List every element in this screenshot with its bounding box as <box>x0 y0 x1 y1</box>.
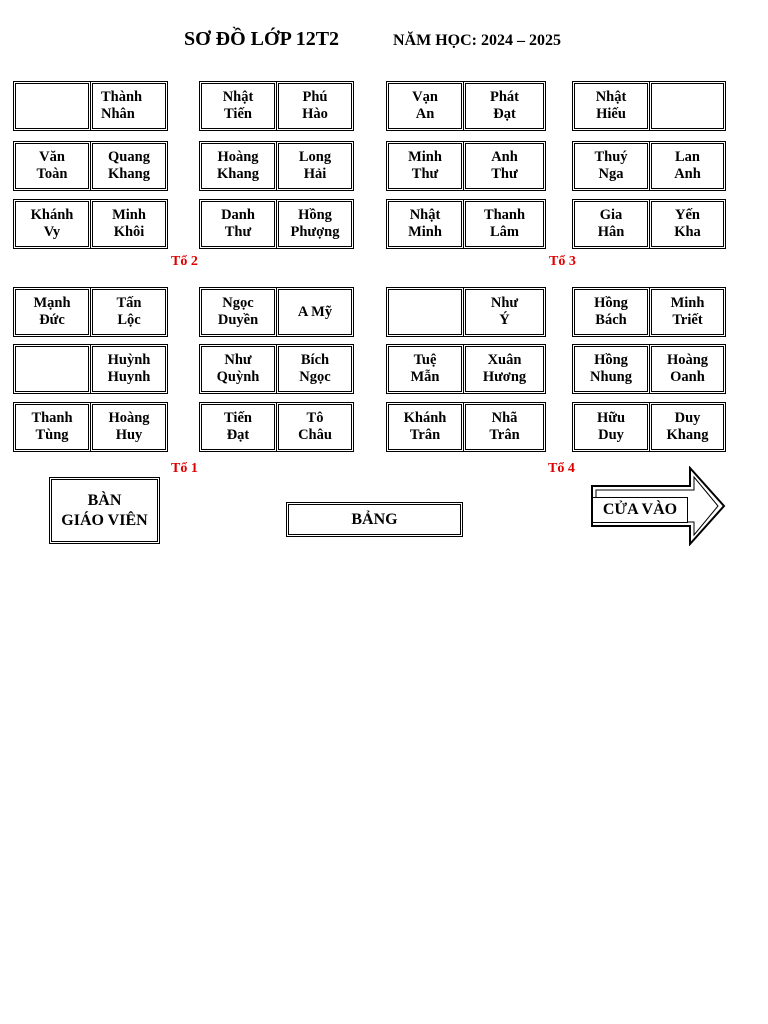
seat-6: Phát Đạt <box>463 81 546 131</box>
group-label-to-2: Tổ 2 <box>171 254 198 269</box>
seat-33 <box>13 344 91 394</box>
group-label-to-3: Tổ 3 <box>549 254 576 269</box>
seat-28: A Mỹ <box>276 287 354 337</box>
seat-44: Tô Châu <box>276 402 354 452</box>
group-label-to-4: Tổ 4 <box>548 461 575 476</box>
seat-24: Yến Kha <box>649 199 726 249</box>
school-year: NĂM HỌC: 2024 – 2025 <box>393 32 561 49</box>
seat-22: Thanh Lâm <box>463 199 546 249</box>
board: BẢNG <box>286 502 463 537</box>
seat-23: Gia Hân <box>572 199 650 249</box>
seat-17: Khánh Vy <box>13 199 91 249</box>
seat-14: Anh Thư <box>463 141 546 191</box>
seat-10: Quang Khang <box>90 141 168 191</box>
seat-2: Thành Nhân <box>90 81 168 131</box>
seat-39: Hồng Nhung <box>572 344 650 394</box>
seat-36: Bích Ngọc <box>276 344 354 394</box>
seat-32: Minh Triết <box>649 287 726 337</box>
seat-43: Tiến Đạt <box>199 402 277 452</box>
seat-1 <box>13 81 91 131</box>
seat-41: Thanh Tùng <box>13 402 91 452</box>
seat-26: Tấn Lộc <box>90 287 168 337</box>
seat-37: Tuệ Mẫn <box>386 344 464 394</box>
seat-29 <box>386 287 464 337</box>
seat-35: Như Quỳnh <box>199 344 277 394</box>
group-label-to-1: Tổ 1 <box>171 461 198 476</box>
seat-11: Hoàng Khang <box>199 141 277 191</box>
seat-3: Nhật Tiến <box>199 81 277 131</box>
seat-42: Hoàng Huy <box>90 402 168 452</box>
seat-30: Như Ý <box>463 287 546 337</box>
entrance-label: CỬA VÀO <box>592 497 688 523</box>
seat-9: Văn Toàn <box>13 141 91 191</box>
seat-12: Long Hải <box>276 141 354 191</box>
seat-46: Nhã Trân <box>463 402 546 452</box>
seat-16: Lan Anh <box>649 141 726 191</box>
seat-31: Hồng Bách <box>572 287 650 337</box>
seat-7: Nhật Hiếu <box>572 81 650 131</box>
seat-21: Nhật Minh <box>386 199 464 249</box>
seat-48: Duy Khang <box>649 402 726 452</box>
seat-34: Huỳnh Huynh <box>90 344 168 394</box>
seat-5: Vạn An <box>386 81 464 131</box>
seat-18: Minh Khôi <box>90 199 168 249</box>
seat-40: Hoàng Oanh <box>649 344 726 394</box>
entrance-door: CỬA VÀO <box>590 466 726 546</box>
seat-13: Minh Thư <box>386 141 464 191</box>
seat-38: Xuân Hương <box>463 344 546 394</box>
seat-15: Thuý Nga <box>572 141 650 191</box>
seat-4: Phú Hào <box>276 81 354 131</box>
seat-8 <box>649 81 726 131</box>
teacher-desk: BÀN GIÁO VIÊN <box>49 477 160 544</box>
seat-25: Mạnh Đức <box>13 287 91 337</box>
seat-45: Khánh Trân <box>386 402 464 452</box>
seat-19: Danh Thư <box>199 199 277 249</box>
seat-20: Hồng Phượng <box>276 199 354 249</box>
page-title: SƠ ĐỒ LỚP 12T2 <box>184 28 340 50</box>
seat-47: Hữu Duy <box>572 402 650 452</box>
seat-27: Ngọc Duyền <box>199 287 277 337</box>
